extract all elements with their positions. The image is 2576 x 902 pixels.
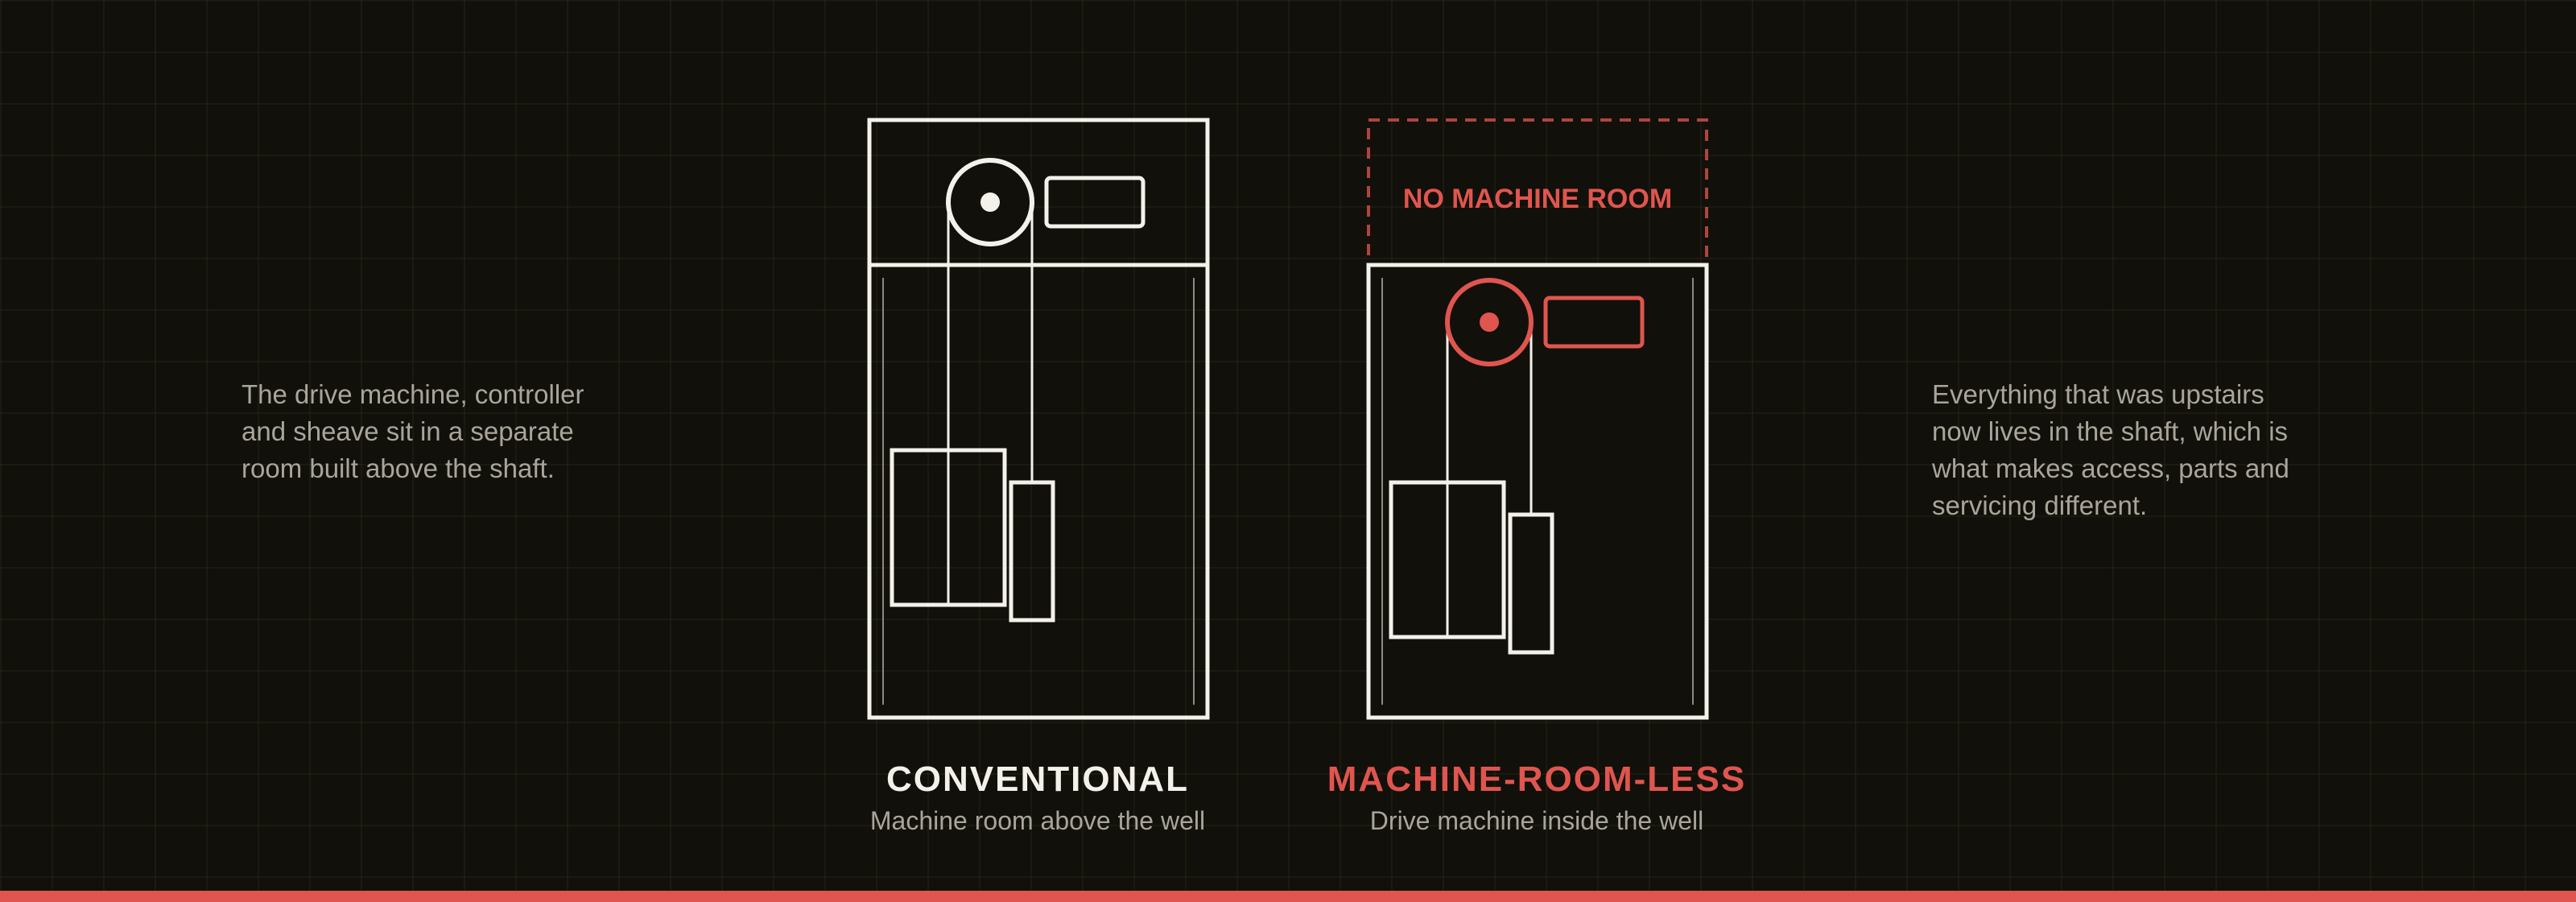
conventional-description: The drive machine, controller and sheave… xyxy=(242,379,584,483)
hoistway xyxy=(867,263,1210,720)
conventional-subtitle: Machine room above the well xyxy=(869,806,1206,835)
controller-cabinet xyxy=(1044,176,1146,229)
conventional-title: CONVENTIONAL xyxy=(886,759,1189,799)
mrl-caption: MACHINE-ROOM-LESS Drive machine inside t… xyxy=(1279,757,1794,839)
elevator-car xyxy=(890,448,1007,607)
sheave-hub xyxy=(1480,312,1499,332)
mrl-title: MACHINE-ROOM-LESS xyxy=(1327,759,1747,799)
counterweight xyxy=(1508,512,1554,655)
elevator-car xyxy=(1389,480,1506,639)
absent-machine-room xyxy=(1367,118,1708,267)
controller-cabinet xyxy=(1543,296,1645,349)
hoistway xyxy=(1366,263,1709,720)
mrl-subtitle: Drive machine inside the well xyxy=(1369,806,1704,835)
mrl-description: Everything that was upstairs now lives i… xyxy=(1932,379,2289,520)
conventional-caption: CONVENTIONAL Machine room above the well xyxy=(780,757,1295,839)
sheave-hub xyxy=(980,192,1000,212)
mrl-elevator: NO MACHINE ROOM xyxy=(1366,118,1709,720)
counterweight xyxy=(1009,480,1055,623)
conventional-elevator xyxy=(867,118,1210,720)
no-machine-room-label: NO MACHINE ROOM xyxy=(1403,184,1672,214)
accent-bar xyxy=(0,891,2576,902)
machine-room xyxy=(867,118,1210,267)
